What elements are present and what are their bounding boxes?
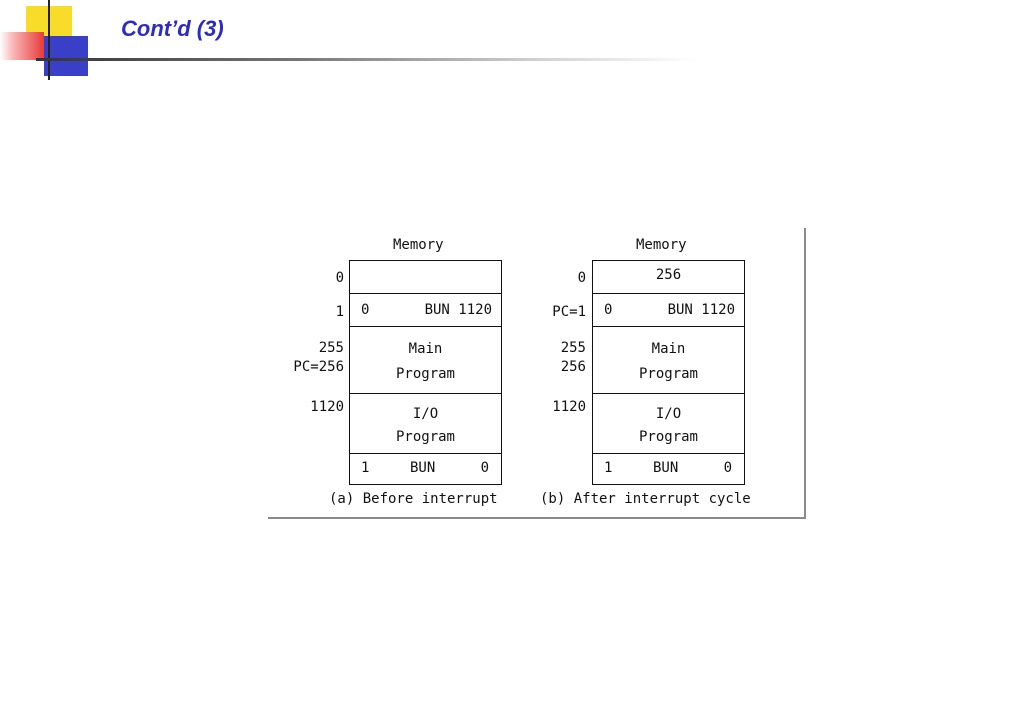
left-io-line2: Program xyxy=(395,429,455,445)
right-cell-0-value: 256 xyxy=(655,267,682,283)
slide-title: Cont’d (3) xyxy=(121,16,224,41)
left-address-0: 0 xyxy=(335,270,344,286)
left-caption: (a) Before interrupt xyxy=(329,491,498,507)
right-main-line2: Program xyxy=(638,366,698,382)
left-main-program-block: Main Program xyxy=(350,327,501,394)
left-main-line2: Program xyxy=(395,366,455,382)
right-cell-address-1: 0 BUN 1120 xyxy=(593,294,744,327)
memory-diagram-figure: Memory 0 1 255 PC=256 1120 0 BUN 1120 Ma… xyxy=(268,228,806,519)
left-memory-box: 0 BUN 1120 Main Program I/O Program 1 BU… xyxy=(349,260,502,485)
right-main-line1: Main xyxy=(651,341,686,357)
right-caption: (b) After interrupt cycle xyxy=(540,491,751,507)
left-address-256: PC=256 xyxy=(293,359,344,375)
right-address-255: 255 xyxy=(560,340,586,356)
left-memory-header: Memory xyxy=(393,237,444,253)
right-io-line2: Program xyxy=(638,429,698,445)
right-cell-1-instruction: BUN 1120 xyxy=(667,302,735,318)
left-last-addr: 0 xyxy=(480,460,489,476)
left-cell-address-0 xyxy=(350,261,501,294)
right-io-program-block: I/O Program xyxy=(593,394,744,454)
left-last-bit: 1 xyxy=(361,460,370,476)
right-address-1: PC=1 xyxy=(552,304,586,320)
left-cell-last: 1 BUN 0 xyxy=(350,454,501,484)
left-main-line1: Main xyxy=(408,341,443,357)
right-main-program-block: Main Program xyxy=(593,327,744,394)
left-address-1120: 1120 xyxy=(310,399,344,415)
right-cell-1-bit: 0 xyxy=(604,302,613,318)
right-address-0: 0 xyxy=(577,270,586,286)
left-last-op: BUN xyxy=(410,460,436,476)
right-last-op: BUN xyxy=(653,460,679,476)
right-io-line1: I/O xyxy=(655,406,682,422)
right-memory-box: 256 0 BUN 1120 Main Program I/O Program … xyxy=(592,260,745,485)
title-underline xyxy=(36,58,696,61)
right-last-addr: 0 xyxy=(723,460,732,476)
right-cell-address-0: 256 xyxy=(593,261,744,294)
left-address-255: 255 xyxy=(318,340,344,356)
left-cell-1-bit: 0 xyxy=(361,302,370,318)
right-address-1120: 1120 xyxy=(552,399,586,415)
corner-blue-square xyxy=(44,36,88,76)
left-io-program-block: I/O Program xyxy=(350,394,501,454)
left-io-line1: I/O xyxy=(412,406,439,422)
left-address-1: 1 xyxy=(335,304,344,320)
corner-red-bar xyxy=(0,32,44,60)
right-memory-header: Memory xyxy=(636,237,687,253)
right-last-bit: 1 xyxy=(604,460,613,476)
left-cell-1-instruction: BUN 1120 xyxy=(424,302,492,318)
corner-vertical-line xyxy=(48,0,50,80)
right-cell-last: 1 BUN 0 xyxy=(593,454,744,484)
right-address-256: 256 xyxy=(560,359,586,375)
left-cell-address-1: 0 BUN 1120 xyxy=(350,294,501,327)
